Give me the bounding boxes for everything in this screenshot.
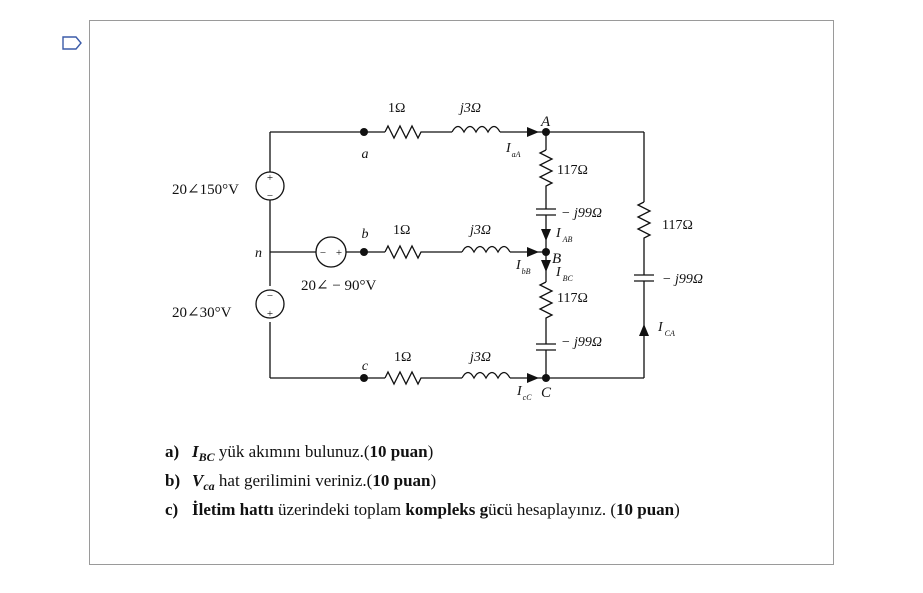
- line-r-a: 1Ω: [388, 101, 405, 116]
- line-r-b: 1Ω: [393, 223, 410, 238]
- question-c: c)İletim hattı üzerindeki toplam komplek…: [165, 500, 680, 519]
- src-bot-plus: +: [267, 308, 273, 320]
- node-C-dot: [542, 374, 550, 382]
- question-a: a)IBC yük akımını bulunuz.(10 puan): [165, 442, 434, 464]
- arrow-ibB: [527, 247, 539, 257]
- node-B-label: B: [552, 251, 561, 267]
- node-C-label: C: [541, 385, 552, 401]
- source-mid-label: 20∠ − 90°V: [301, 278, 377, 294]
- node-b-label: b: [362, 227, 369, 242]
- current-bB: IbB: [515, 258, 531, 276]
- arrow-iaA: [527, 127, 539, 137]
- arrow-iCA: [639, 324, 649, 336]
- src-top-plus: +: [267, 172, 273, 184]
- node-c-label: c: [362, 359, 369, 374]
- question-b: b)Vca hat gerilimini veriniz.(10 puan): [165, 471, 437, 493]
- load-ca-r: 117Ω: [662, 218, 693, 233]
- src-bot-minus: −: [267, 290, 273, 302]
- node-a-dot: [360, 128, 368, 136]
- src-top-minus: −: [267, 190, 273, 202]
- node-A-label: A: [540, 114, 551, 130]
- src-mid-minus: −: [320, 247, 326, 259]
- src-mid-plus: +: [336, 247, 342, 259]
- source-top-circle: [255, 171, 285, 201]
- line-r-c: 1Ω: [394, 350, 411, 365]
- source-mid-circle: [315, 236, 347, 268]
- flag-icon[interactable]: [62, 36, 82, 50]
- source-bot-circle: [255, 289, 285, 319]
- arrow-iBC: [541, 260, 551, 272]
- node-A-dot: [542, 128, 550, 136]
- node-c-dot: [360, 374, 368, 382]
- current-aA: IaA: [505, 141, 521, 159]
- line-l-b: j3Ω: [468, 223, 491, 238]
- current-cC: IcC: [516, 384, 532, 402]
- node-a-label: a: [362, 147, 369, 162]
- load-ca-c: − j99Ω: [662, 272, 703, 287]
- node-B-dot: [542, 248, 550, 256]
- node-n-label: n: [255, 246, 262, 261]
- load-bc-c: − j99Ω: [561, 335, 602, 350]
- load-ab-r: 117Ω: [557, 163, 588, 178]
- load-bc-r: 117Ω: [557, 291, 588, 306]
- source-top-label: 20∠150°V: [172, 182, 239, 198]
- arrow-iAB: [541, 229, 551, 241]
- load-ab-c: − j99Ω: [561, 206, 602, 221]
- line-l-a: j3Ω: [458, 101, 481, 116]
- question-list: a)IBC yük akımını bulunuz.(10 puan) b)Vc…: [165, 440, 680, 522]
- content-frame: [89, 20, 834, 565]
- arrow-icC: [527, 373, 539, 383]
- line-l-c: j3Ω: [468, 350, 491, 365]
- source-bot-label: 20∠30°V: [172, 305, 232, 321]
- node-b-dot: [360, 248, 368, 256]
